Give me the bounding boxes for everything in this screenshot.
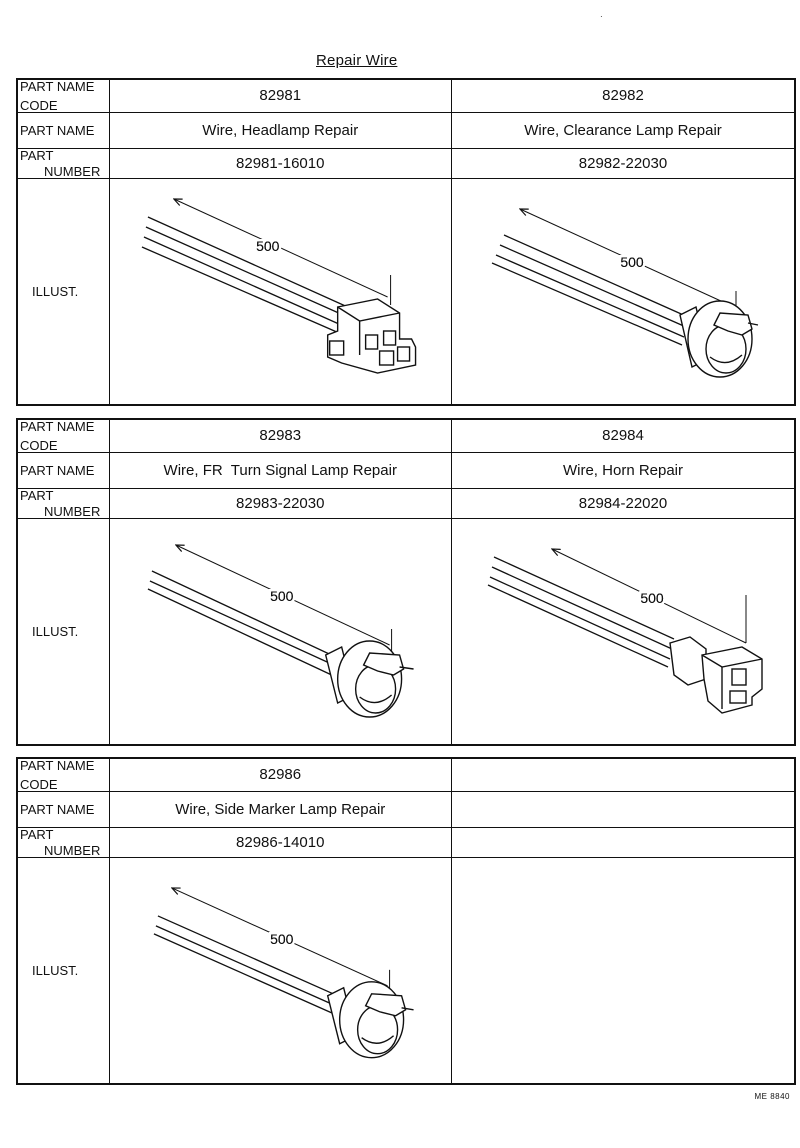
scan-mark: · <box>600 12 603 21</box>
parts-table-1: PART NAME CODE 82981 82982 PART NAME Wir… <box>16 78 796 406</box>
wire-harness-illustration: 500 500 <box>147 519 414 718</box>
dimension-label: 500 <box>270 930 294 946</box>
part-name: Wire, Clearance Lamp Repair <box>451 111 794 149</box>
bulb-socket-icon <box>326 980 414 1058</box>
parts-table-3: PART NAME CODE 82986 PART NAME Wire, Sid… <box>16 757 796 1085</box>
name-label: PART NAME <box>18 451 110 489</box>
part-code: 82986 <box>108 759 452 792</box>
wire-harness-illustration: 500 500 <box>153 858 414 1058</box>
svg-text:500: 500 <box>256 237 280 253</box>
part-code: 82982 <box>451 80 794 113</box>
code-label: PART NAME CODE <box>18 80 110 113</box>
empty-cell <box>451 759 794 792</box>
dimension-label: 500 <box>270 587 294 603</box>
code-label: PART NAME CODE <box>18 759 110 792</box>
part-code: 82983 <box>108 420 452 453</box>
empty-cell <box>451 790 794 828</box>
wire-harness-illustration: 500 500 <box>487 519 763 714</box>
number-label: PART NUMBER <box>18 826 110 858</box>
bulb-socket-icon <box>679 299 759 378</box>
illustration-cell: 500 500 <box>108 856 452 1084</box>
illustration-cell: 500 500 <box>108 517 452 745</box>
part-name: Wire, Side Marker Lamp Repair <box>108 790 452 828</box>
part-number: 82984-22020 <box>451 487 794 519</box>
illustration-cell: 500 500 <box>451 177 794 405</box>
svg-text:500: 500 <box>270 930 294 946</box>
part-name: Wire, FR Turn Signal Lamp Repair <box>108 451 452 489</box>
svg-text:500: 500 <box>640 590 664 606</box>
code-label: PART NAME CODE <box>18 420 110 453</box>
name-label: PART NAME <box>18 111 110 149</box>
page-title: Repair Wire <box>316 52 398 69</box>
illustration-cell: 500 500 <box>451 517 794 745</box>
part-number: 82981-16010 <box>108 147 452 179</box>
name-label: PART NAME <box>18 790 110 828</box>
dimension-label: 500 <box>640 590 664 606</box>
multi-terminal-connector-icon <box>326 297 416 374</box>
parts-table-2: PART NAME CODE 82983 82984 PART NAME Wir… <box>16 418 796 746</box>
empty-cell <box>451 826 794 858</box>
dimension-label: 500 <box>620 254 644 270</box>
empty-cell <box>451 856 794 1084</box>
part-name: Wire, Horn Repair <box>451 451 794 489</box>
part-code: 82981 <box>108 80 452 113</box>
wire-harness-illustration: 500 500 <box>141 179 416 374</box>
part-code: 82984 <box>451 420 794 453</box>
illust-label: ILLUST. <box>18 517 110 745</box>
svg-text:500: 500 <box>270 587 294 603</box>
part-name: Wire, Headlamp Repair <box>108 111 452 149</box>
page-footer-code: ME 8840 <box>754 1092 790 1101</box>
svg-text:500: 500 <box>620 254 644 270</box>
wire-harness-illustration: 500 500 <box>491 179 759 378</box>
number-label: PART NUMBER <box>18 147 110 179</box>
dimension-label: 500 <box>256 237 280 253</box>
illust-label: ILLUST. <box>18 856 110 1084</box>
illustration-cell: 500 500 <box>108 177 452 405</box>
bulb-socket-icon <box>324 639 414 718</box>
part-number: 82982-22030 <box>451 147 794 179</box>
illust-label: ILLUST. <box>18 177 110 405</box>
number-label: PART NUMBER <box>18 487 110 519</box>
part-number: 82986-14010 <box>108 826 452 858</box>
part-number: 82983-22030 <box>108 487 452 519</box>
square-connector-icon <box>669 635 763 714</box>
